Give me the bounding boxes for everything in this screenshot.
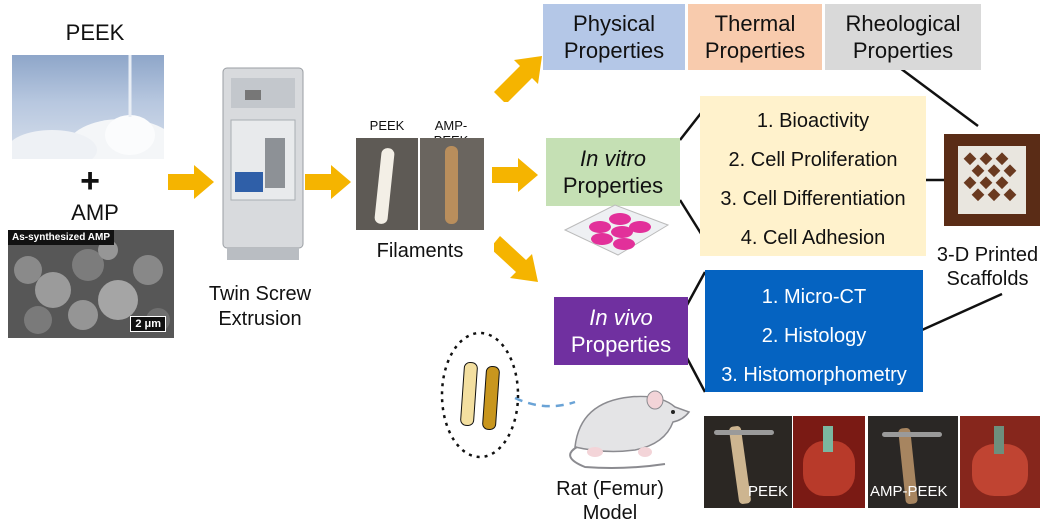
invivo-list-bg xyxy=(705,270,923,392)
invivo-bottom-connector xyxy=(685,357,707,393)
amp-peek-filament-image xyxy=(420,138,484,230)
physical-properties-line2: Properties xyxy=(563,38,665,63)
arrow-to-filaments xyxy=(305,165,351,199)
peek-label: PEEK xyxy=(65,20,125,45)
scale-bar: 2 μm xyxy=(130,316,166,332)
invitro-title-italic: In vitro xyxy=(579,145,647,171)
physical-properties-box: Physical Properties xyxy=(543,4,685,70)
invitro-title-rest: Properties xyxy=(562,173,664,198)
invitro-item-4: 4. Cell Adhesion xyxy=(740,227,886,249)
rat-graphic xyxy=(569,390,691,469)
implant-dotted-ellipse xyxy=(440,331,520,459)
peek-histology-photo xyxy=(793,416,865,508)
invivo-properties-box: In vivo Properties xyxy=(554,297,688,365)
scaffold-image xyxy=(944,134,1040,226)
invivo-title-rest: Properties xyxy=(570,332,672,357)
thermal-properties-line2: Properties xyxy=(704,38,806,63)
invitro-item-2: 2. Cell Proliferation xyxy=(728,149,898,171)
invivo-item-1: 1. Micro-CT xyxy=(761,286,867,308)
physical-properties-line1: Physical xyxy=(573,10,655,36)
rheological-properties-line2: Properties xyxy=(852,38,954,63)
invivo-top-connector xyxy=(685,271,707,306)
implant-to-rat-dashed-line xyxy=(514,396,576,408)
physical-properties-bg xyxy=(543,4,685,70)
invivo-list-box: 1. Micro-CT 2. Histology 3. Histomorphom… xyxy=(705,270,923,392)
scaffold-lattice xyxy=(958,146,1026,214)
powder-pile-graphic xyxy=(12,55,164,159)
invivo-to-scaffold-line xyxy=(921,292,1003,332)
sem-caption: As-synthesized AMP xyxy=(8,230,114,245)
arrow-to-extruder xyxy=(168,165,214,199)
twin-screw-extruder-image xyxy=(205,60,315,265)
rheological-properties-box: Rheological Properties xyxy=(825,4,981,70)
scaffold-label-line2: Scaffolds xyxy=(946,268,1029,290)
invivo-bg xyxy=(554,297,688,365)
rheology-to-scaffold-line xyxy=(899,66,979,128)
rheological-properties-bg xyxy=(825,4,981,70)
rat-label-line1: Rat (Femur) xyxy=(556,478,664,500)
thermal-properties-box: Thermal Properties xyxy=(688,4,822,70)
invitro-list-box: 1. Bioactivity 2. Cell Proliferation 3. … xyxy=(700,96,926,256)
invitro-item-3: 3. Cell Differentiation xyxy=(720,188,906,210)
arrow-to-invitro xyxy=(492,158,538,192)
peek-filament-image xyxy=(356,138,418,230)
rat-label-line2: Model xyxy=(582,502,638,524)
rat-image xyxy=(555,372,695,472)
scaffold-label-line1: 3-D Printed xyxy=(936,244,1039,266)
well-plate-graphic xyxy=(563,204,670,256)
photo-amp-peek-tag: AMP-PEEK xyxy=(870,483,948,500)
arrow-to-invivo xyxy=(494,236,538,282)
peek-implant-photo: PEEK xyxy=(704,416,792,508)
thermal-properties-bg xyxy=(688,4,822,70)
photo-peek-tag: PEEK xyxy=(747,483,788,500)
extrusion-label-line2: Extrusion xyxy=(218,308,302,330)
invitro-list-bg xyxy=(700,96,926,256)
well-plate-image xyxy=(560,200,670,260)
rheological-properties-line1: Rheological xyxy=(845,10,961,36)
amp-peek-implant-photo: AMP-PEEK xyxy=(868,416,958,508)
invitro-item-1: 1. Bioactivity xyxy=(756,110,870,132)
sem-texture xyxy=(8,230,174,338)
extruder-graphic xyxy=(222,67,304,260)
filament-peek-tag: PEEK xyxy=(369,118,405,133)
arrow-to-top-properties xyxy=(494,56,542,102)
plus-sign: + xyxy=(80,162,100,200)
amp-sem-image: As-synthesized AMP 2 μm xyxy=(8,230,174,338)
invivo-item-3: 3. Histomorphometry xyxy=(721,364,907,386)
extrusion-label-line1: Twin Screw xyxy=(208,283,312,305)
amp-label: AMP xyxy=(71,200,119,225)
invitro-bg xyxy=(546,138,680,206)
thermal-properties-line1: Thermal xyxy=(714,10,796,36)
invitro-properties-box: In vitro Properties xyxy=(546,138,680,206)
invivo-title-italic: In vivo xyxy=(589,304,653,330)
amp-peek-histology-photo xyxy=(960,416,1040,508)
invivo-item-2: 2. Histology xyxy=(761,325,867,347)
filaments-caption: Filaments xyxy=(376,240,464,262)
peek-powder-image xyxy=(12,55,164,159)
